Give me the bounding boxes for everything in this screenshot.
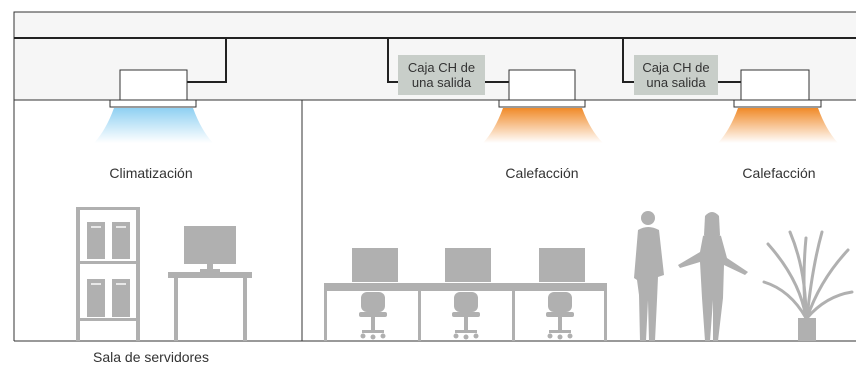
ch-box-1-line1: Caja CH de [408,60,475,75]
ch-box-2-line2: una salida [646,75,706,90]
server-room-desk [168,226,252,341]
server-room-label: Sala de servidores [93,349,209,365]
heating-label-1: Calefacción [505,165,578,181]
person-man [634,211,664,341]
ch-box-2: Caja CH de una salida [634,55,718,95]
heat-airflow-2 [718,108,838,143]
cooling-label: Climatización [109,165,192,181]
potted-plant [762,230,854,341]
server-rack [76,207,140,341]
indoor-unit-heating-2 [733,69,822,108]
indoor-unit-heating-1 [498,69,586,108]
ch-box-1-line2: una salida [412,75,472,90]
refrigerant-piping [14,37,856,83]
office-chairs [359,292,574,340]
indoor-unit-cooling [109,69,197,108]
cool-airflow [94,108,213,143]
office-workstations [324,248,607,341]
heat-airflow-1 [483,108,603,143]
heating-label-2: Calefacción [742,165,815,181]
person-woman [678,212,748,341]
ch-box-1: Caja CH de una salida [398,55,485,95]
ch-box-2-line1: Caja CH de [642,60,709,75]
